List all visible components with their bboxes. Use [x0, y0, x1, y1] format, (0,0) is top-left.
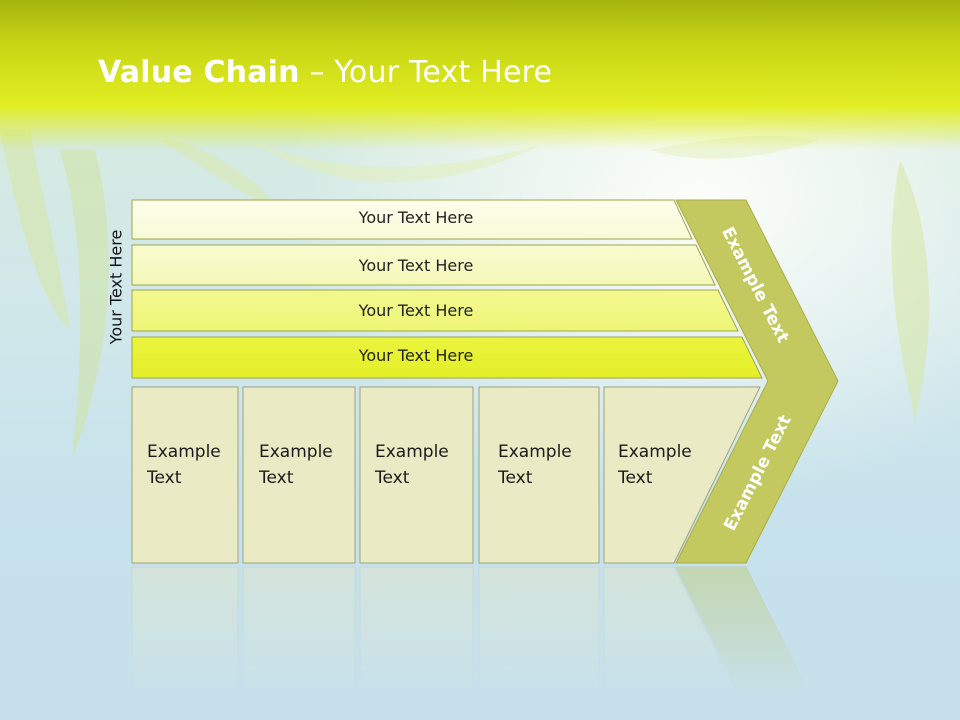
- box-4-line-2: Text: [498, 468, 533, 488]
- box-4-shape: [478, 386, 600, 564]
- box-1-shape: [131, 386, 239, 564]
- title-rest: – Your Text Here: [299, 55, 553, 90]
- box-3-line-1: Example: [375, 442, 449, 462]
- chevron-shape: [675, 199, 839, 564]
- box-2-shape: [242, 386, 356, 564]
- row-2-shape: [131, 244, 716, 286]
- box-1-line-1: Example: [147, 442, 221, 462]
- row-3-label: Your Text Here: [358, 301, 474, 320]
- title-bold: Value Chain: [98, 55, 300, 90]
- row-2-label: Your Text Here: [358, 256, 474, 275]
- reflection-fade: [0, 565, 960, 720]
- row-1-shape: [131, 199, 693, 240]
- box-2-line-1: Example: [259, 442, 333, 462]
- box-3-line-2: Text: [375, 468, 410, 488]
- box-2-line-2: Text: [259, 468, 294, 488]
- box-1-line-2: Text: [147, 468, 182, 488]
- header-bar: [0, 0, 960, 150]
- slide-title: Value Chain – Your Text Here: [98, 55, 552, 90]
- row-3-shape: [131, 289, 739, 332]
- box-4-line-1: Example: [498, 442, 572, 462]
- box-3-shape: [359, 386, 474, 564]
- row-4-label: Your Text Here: [358, 346, 474, 365]
- box-5-shape: [603, 386, 761, 564]
- box-5-line-2: Text: [618, 468, 653, 488]
- row-1-label: Your Text Here: [358, 208, 474, 227]
- box-5-line-1: Example: [618, 442, 692, 462]
- row-4-shape: [131, 336, 763, 379]
